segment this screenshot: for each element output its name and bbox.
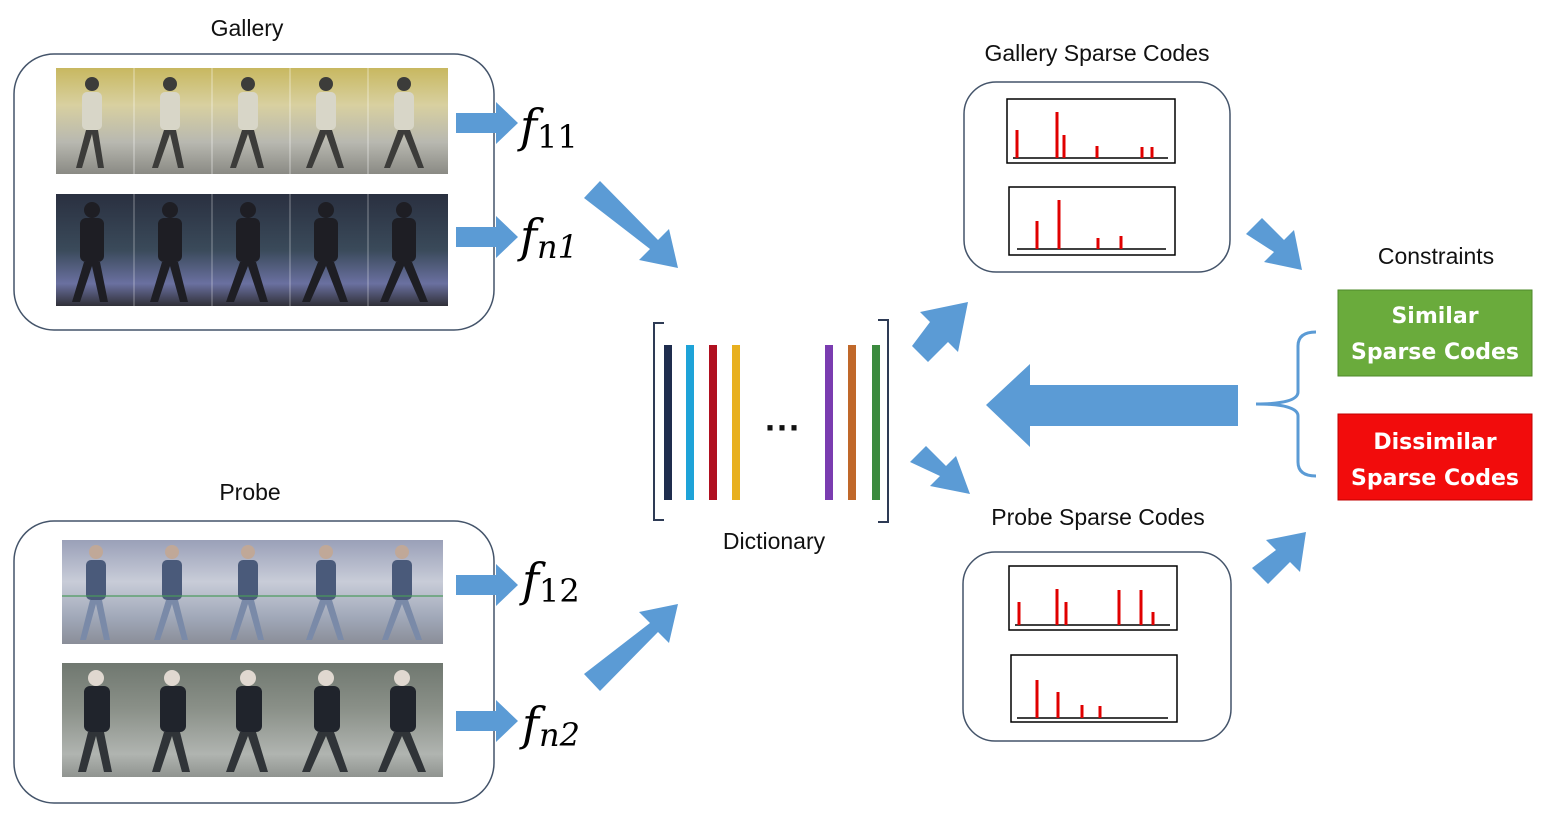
person-frame [230, 545, 264, 640]
dictionary-atom [664, 345, 672, 500]
constraint-similar: Similar Sparse Codes [1337, 289, 1533, 377]
arrow-dictionary-to-gallery-codes [912, 302, 968, 362]
person-frame [76, 77, 104, 168]
dictionary-matrix: ··· [653, 319, 889, 523]
dictionary-atom [709, 345, 717, 500]
gallery-sequence-1 [56, 68, 448, 174]
dictionary-atom [732, 345, 740, 500]
person-frame [384, 77, 424, 168]
person-frame [154, 545, 188, 640]
feature-fn2: fn2 [519, 697, 580, 754]
dictionary-ellipsis: ··· [765, 407, 801, 448]
dictionary-atom [686, 345, 694, 500]
feature-f12: f12 [519, 553, 580, 610]
arrow-probe-codes-to-constraints [1252, 532, 1306, 584]
person-frame [230, 77, 264, 168]
person-frame [306, 77, 344, 168]
arrow-dictionary-to-probe-codes [910, 446, 970, 494]
feature-fn1: fn1 [517, 209, 578, 266]
person-frame [378, 670, 426, 772]
person-frame [306, 545, 344, 640]
gallery-codes-label: Gallery Sparse Codes [985, 40, 1210, 66]
probe-code-plot-2 [1010, 654, 1178, 723]
constraints-brace [1255, 330, 1317, 478]
person-frame [78, 670, 112, 772]
arrow-constraints-to-dictionary [986, 364, 1238, 447]
constraint-similar-line2: Sparse Codes [1351, 340, 1519, 365]
person-frame [152, 670, 190, 772]
dictionary-label: Dictionary [723, 528, 826, 554]
constraints-label: Constraints [1378, 243, 1494, 269]
probe-codes-label: Probe Sparse Codes [991, 504, 1205, 530]
probe-sequence-2 [62, 663, 443, 777]
person-frame [302, 202, 348, 302]
gallery-code-plot-1 [1006, 98, 1176, 164]
gallery-code-plot-2 [1008, 186, 1176, 256]
gallery-box [13, 53, 495, 331]
feature-f11: f11 [517, 99, 578, 156]
person-frame [226, 202, 268, 302]
person-frame [80, 545, 110, 640]
constraint-dissimilar-line1: Dissimilar [1373, 430, 1496, 455]
person-frame [150, 202, 188, 302]
dictionary-atoms [664, 345, 880, 500]
arrow-right [456, 102, 518, 144]
arrow-right [456, 564, 518, 606]
arrow-right [456, 216, 518, 258]
gallery-sequence-2 [56, 194, 448, 306]
dictionary-atom [825, 345, 833, 500]
constraint-similar-line1: Similar [1391, 304, 1478, 329]
arrow-right [456, 700, 518, 742]
arrow-gallery-codes-to-constraints [1246, 218, 1302, 270]
gallery-label: Gallery [211, 15, 284, 41]
constraint-dissimilar-line2: Sparse Codes [1351, 466, 1519, 491]
constraint-dissimilar: Dissimilar Sparse Codes [1337, 413, 1533, 501]
arrow-probe-to-dictionary [584, 604, 678, 691]
person-frame [382, 545, 422, 640]
person-frame [226, 670, 268, 772]
dictionary-atom [872, 345, 880, 500]
dictionary-atom [848, 345, 856, 500]
probe-label: Probe [219, 479, 280, 505]
probe-box [13, 520, 495, 804]
probe-codes-box [962, 551, 1232, 742]
person-frame [302, 670, 348, 772]
person-frame [380, 202, 428, 302]
arrow-gallery-to-dictionary [584, 181, 678, 268]
probe-sequence-1 [62, 540, 443, 644]
person-frame [72, 202, 108, 302]
person-frame [152, 77, 184, 168]
gallery-codes-box [963, 81, 1231, 273]
probe-code-plot-1 [1008, 565, 1178, 631]
